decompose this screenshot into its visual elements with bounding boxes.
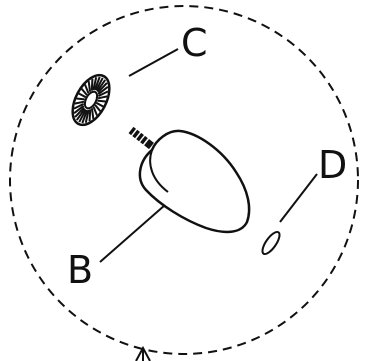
washer-tooth — [73, 102, 85, 110]
washer-tooth — [74, 100, 85, 105]
washer-tooth — [81, 109, 89, 124]
washer-tooth — [97, 99, 106, 103]
washer-tooth — [80, 88, 88, 96]
washer-tooth — [88, 109, 92, 122]
washer-tooth — [87, 80, 92, 92]
washer-tooth — [94, 104, 102, 112]
washer-tooth — [95, 101, 104, 108]
detail-boundary-circle — [9, 5, 359, 355]
part-c-serrated-washer — [71, 73, 111, 127]
knob-body — [138, 129, 251, 234]
part-b-knob — [128, 126, 251, 234]
washer-tooth — [97, 82, 108, 94]
washer-tooth — [92, 106, 98, 116]
washer-tooth — [84, 84, 90, 94]
washer-tooth — [93, 76, 101, 91]
leader-line-d — [279, 173, 318, 223]
washer-tooth — [76, 97, 85, 101]
leader-line-b — [99, 204, 166, 263]
washer-tooth — [90, 78, 94, 91]
washer-tooth — [74, 106, 85, 118]
washer-tooth — [96, 79, 107, 92]
washer-tooth — [84, 109, 90, 123]
washer-tooth — [95, 77, 104, 91]
threaded-stud — [128, 126, 154, 150]
washer-tooth — [78, 109, 87, 123]
washer-tooth — [97, 95, 108, 100]
washer-tooth — [90, 108, 95, 120]
washer-tooth — [97, 86, 109, 95]
washer-tooth — [73, 105, 85, 114]
callout-label-d: D — [318, 143, 347, 187]
leader-line-c — [128, 48, 179, 77]
washer-tooth — [75, 108, 86, 121]
arrow-marker-icon — [135, 345, 151, 361]
callout-label-c: C — [181, 21, 208, 65]
knob-face-contour — [149, 149, 169, 193]
washer-tooth — [92, 77, 98, 91]
washer-tooth — [78, 92, 87, 99]
washer-tooth — [97, 90, 109, 98]
callout-label-b: B — [67, 248, 93, 292]
part-d-oval-ring — [261, 230, 281, 256]
